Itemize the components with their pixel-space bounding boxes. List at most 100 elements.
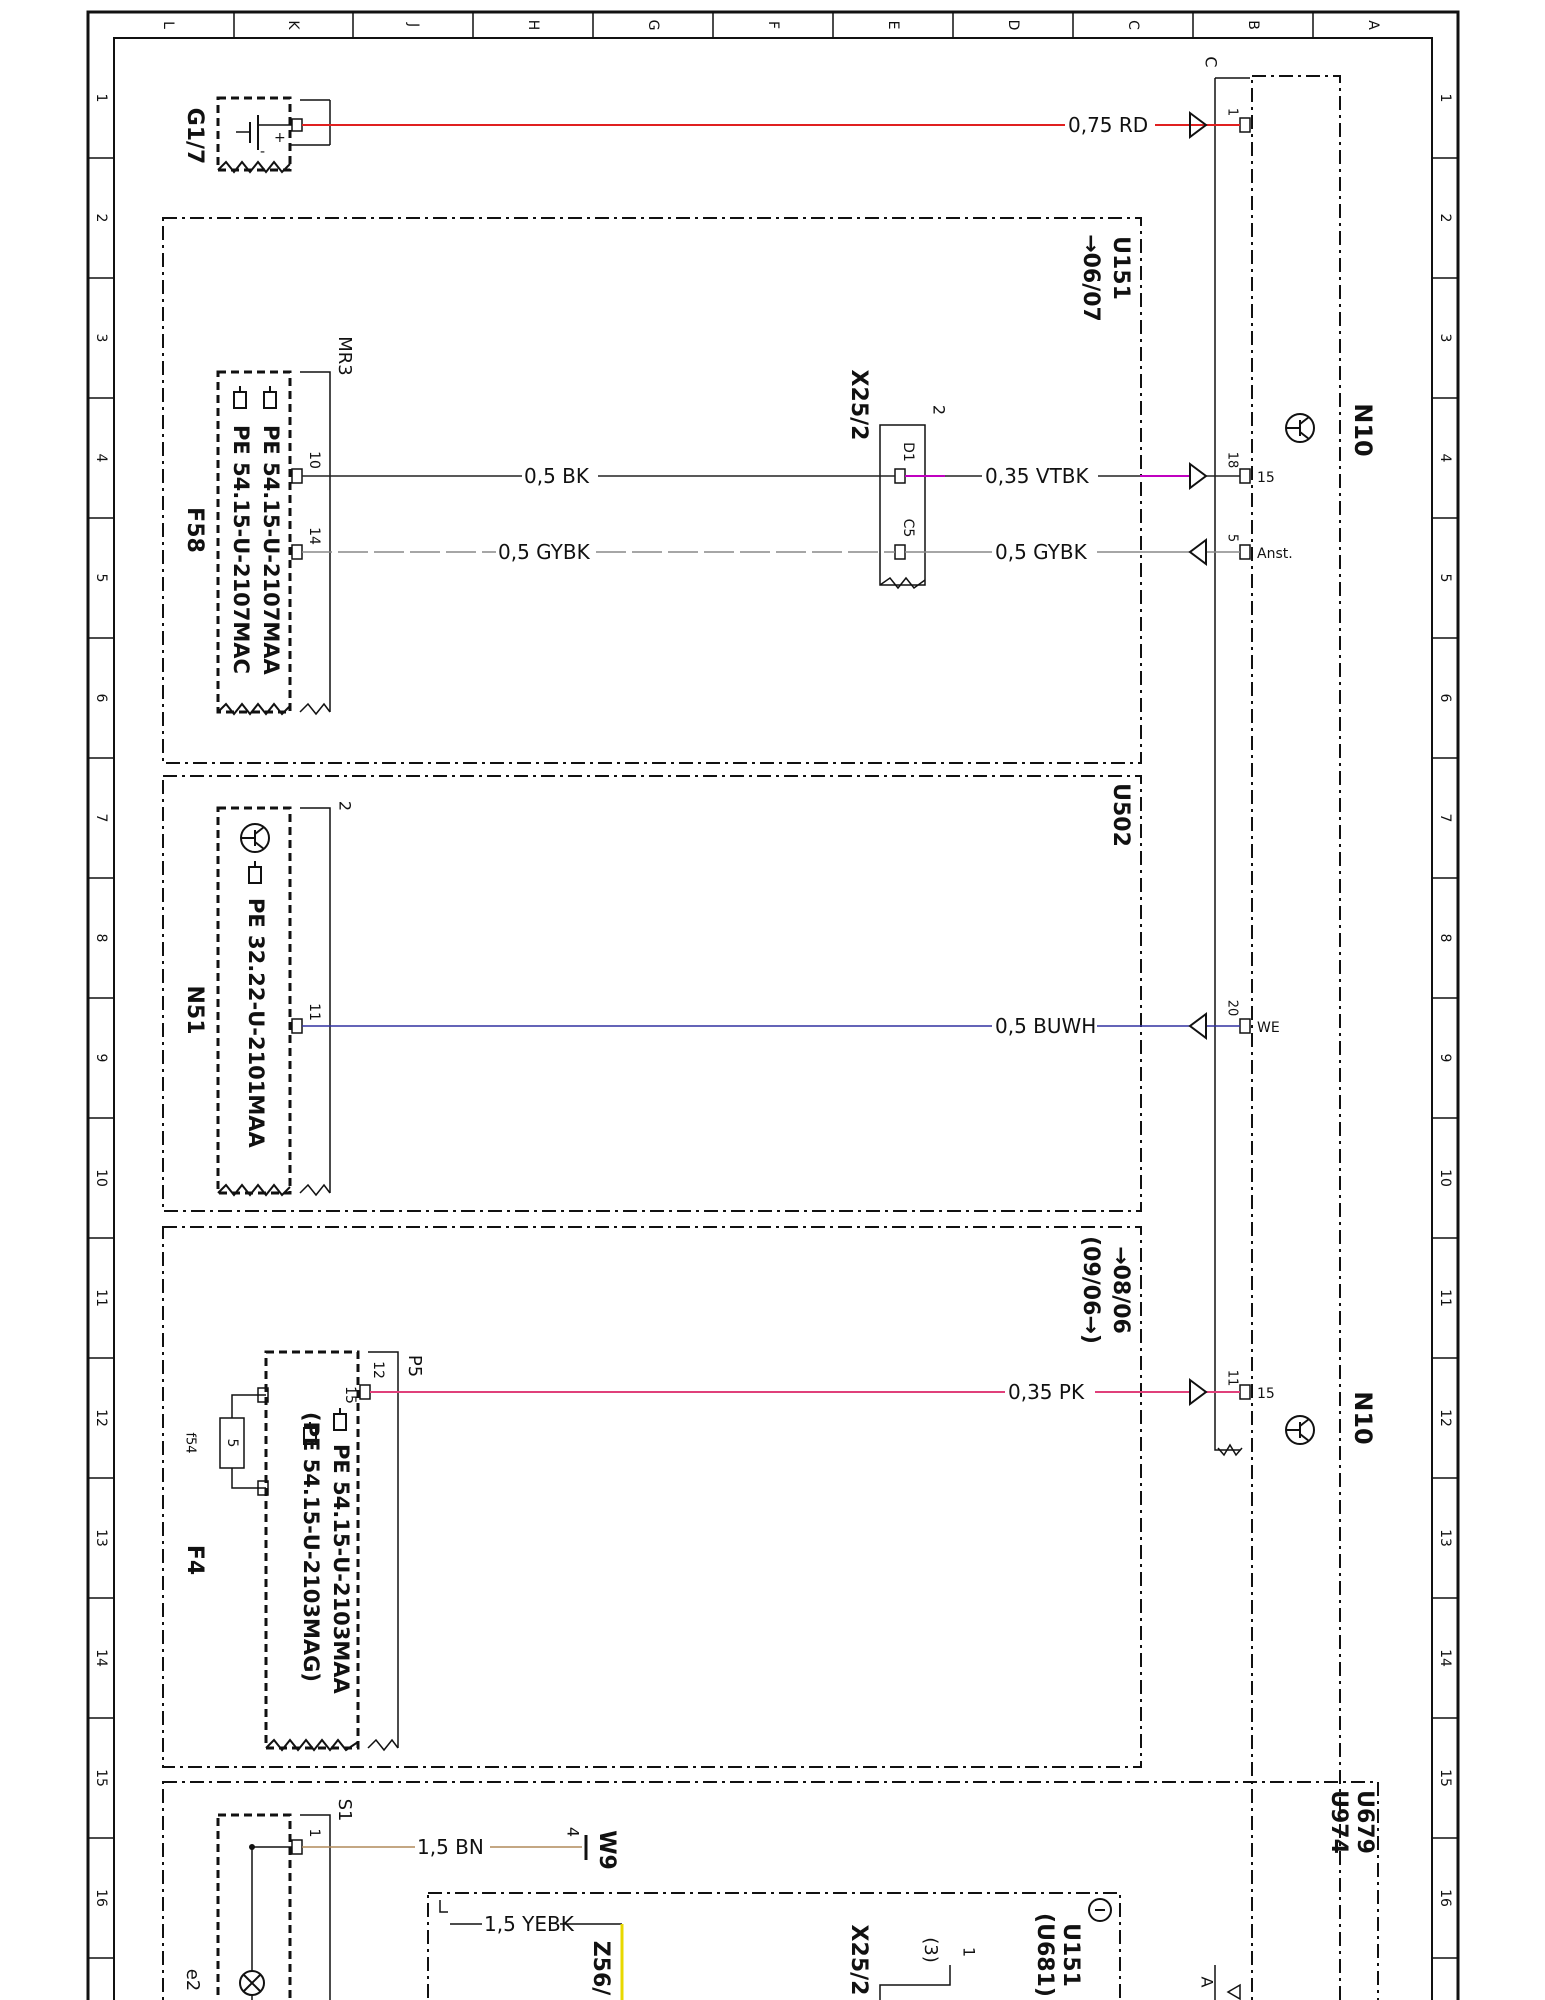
w9-pin: 4 [564, 1827, 583, 1837]
row-label: 10 [1437, 1169, 1453, 1187]
n10-top: N10 [1285, 403, 1377, 457]
n10-pin: 5 Anst. [1225, 534, 1293, 562]
row-label: 13 [1437, 1529, 1453, 1547]
wire-red: 0,75 RD [302, 111, 1240, 139]
pin-terminal: WE [1257, 1020, 1280, 1036]
row-label: 11 [93, 1289, 109, 1307]
n10-pin: 20 WE [1225, 1000, 1280, 1036]
pin-terminal: Anst. [1257, 546, 1293, 562]
row-label: 12 [93, 1409, 109, 1427]
battery-plus: + [274, 130, 286, 146]
row-label: 14 [93, 1649, 109, 1667]
u679-code: U679 [1352, 1790, 1377, 1854]
row-label: 15 [93, 1769, 109, 1787]
row-label: 12 [1437, 1409, 1453, 1427]
info-circle-icon [1088, 1898, 1112, 1922]
wire-label: 1,5 YEBK [484, 1912, 575, 1936]
n51-component: 2 PE 32.22-U-2101MAA N51 11 [182, 801, 355, 1197]
u502-code: U502 [1108, 783, 1133, 847]
connector-a: A [1198, 1977, 1217, 1988]
f58-pin: 10 [306, 451, 322, 469]
pin-number: 1 [1225, 108, 1240, 116]
w9-label: W9 [594, 1830, 619, 1870]
wire-label: 0,75 RD [1068, 113, 1148, 137]
row-label: 2 [93, 214, 109, 223]
s1-label: S1 [334, 1799, 355, 1822]
row-label: 5 [1437, 574, 1453, 583]
pin-number: 11 [1225, 1370, 1240, 1387]
col-label: B [1245, 20, 1261, 30]
column-ruler [233, 12, 1314, 38]
row-label: 2 [1437, 214, 1453, 223]
u502-label: U502 [1108, 783, 1133, 847]
x25-pin: C5 [900, 519, 916, 538]
row-label: 1 [93, 94, 109, 103]
row-label: 7 [1437, 814, 1453, 823]
col-label: D [1005, 20, 1021, 31]
wire-pk: 0,35 PK [370, 1378, 1240, 1406]
hand-icon [233, 386, 247, 409]
wire-gybk-right: 0,5 GYBK [905, 538, 1240, 566]
n51-connector: 2 [336, 801, 355, 811]
u151-top-label: U151 →06/07 [1078, 234, 1133, 322]
row-label: 8 [1437, 934, 1453, 943]
row-label: 14 [1437, 1649, 1453, 1667]
x25-pin: D1 [900, 442, 916, 462]
row-label: 9 [93, 1054, 109, 1063]
wire-bk: 0,5 BK [302, 464, 895, 488]
hand-icon [248, 861, 262, 884]
pin-number: 20 [1225, 1000, 1240, 1017]
col-label: G [645, 20, 661, 31]
pin-terminal: 15 [1257, 470, 1275, 486]
row-label: 16 [93, 1889, 109, 1907]
u-mid-label: →08/06 (09/06→) [1078, 1236, 1133, 1344]
bottom-section: S1 1 e2 1,5 BN 4 W9 1,5 YEBK Z56/ X25/2 … [182, 1799, 1241, 2000]
row-labels: 1 2 3 4 5 6 7 8 9 10 11 12 13 14 15 16 1… [93, 94, 1453, 1907]
f4-pin: 15 [342, 1386, 358, 1404]
row-label: 13 [93, 1529, 109, 1547]
row-label: 9 [1437, 1054, 1453, 1063]
col-label: J [405, 22, 421, 27]
column-labels: L K J H G F E D C B A [160, 20, 1381, 31]
wire-label: 0,5 GYBK [498, 540, 591, 564]
row-label: 16 [1437, 1889, 1453, 1907]
row-label: 15 [1437, 1769, 1453, 1787]
n10-module-box [1251, 75, 1341, 2000]
transistor-icon [1285, 413, 1315, 443]
wire-label: 0,5 GYBK [995, 540, 1088, 564]
row-label: 4 [1437, 454, 1453, 463]
f58-ref1: PE 54.15-U-2107MAA [259, 425, 283, 676]
row-label: 7 [93, 814, 109, 823]
wire-vtbk: 0,35 VTBK [905, 462, 1240, 490]
f58-component: MR3 PE 54.15-U-2107MAA PE 54.15-U-2107MA… [182, 336, 355, 716]
z56-label: Z56/ [588, 1941, 613, 1997]
wire-gybk-left: 0,5 GYBK [302, 540, 895, 564]
g17-label: G1/7 [182, 108, 207, 165]
g17-battery: + - G1/7 [182, 96, 331, 174]
f4-ref1: PE 54.15-U-2103MAA [329, 1444, 353, 1695]
group-u502 [162, 775, 1142, 1212]
group-boxes [162, 75, 1379, 2000]
hand-icon [263, 386, 277, 409]
u151-code: U151 [1108, 236, 1133, 300]
n10-pins: 1 18 15 5 Anst. 20 WE 11 15 [1225, 108, 1293, 1402]
n51-ref: PE 32.22-U-2101MAA [244, 898, 268, 1149]
f4-pin: 12 [370, 1361, 386, 1379]
wire-label: 0,35 VTBK [985, 464, 1090, 488]
col-label: L [160, 21, 176, 29]
f58-connector: MR3 [334, 336, 355, 376]
group-u679 [162, 1781, 1379, 2000]
battery-minus: - [260, 144, 265, 160]
group-u151 [162, 217, 1142, 764]
f4-component: P5 PE 54.15-U-2103MAA (PE 54.15-U-2103MA… [182, 1350, 425, 1752]
u-mid-date: (09/06→) [1078, 1236, 1103, 1344]
e2-label: e2 [182, 1969, 203, 1992]
n51-label: N51 [182, 985, 207, 1034]
x25-pin: (3) [920, 1937, 941, 1963]
row-label: 3 [93, 334, 109, 343]
pin-terminal: 15 [1257, 1386, 1275, 1402]
fuse-value: 5 [224, 1439, 240, 1448]
col-label: C [1125, 20, 1141, 30]
transistor-icon [1285, 1415, 1315, 1445]
